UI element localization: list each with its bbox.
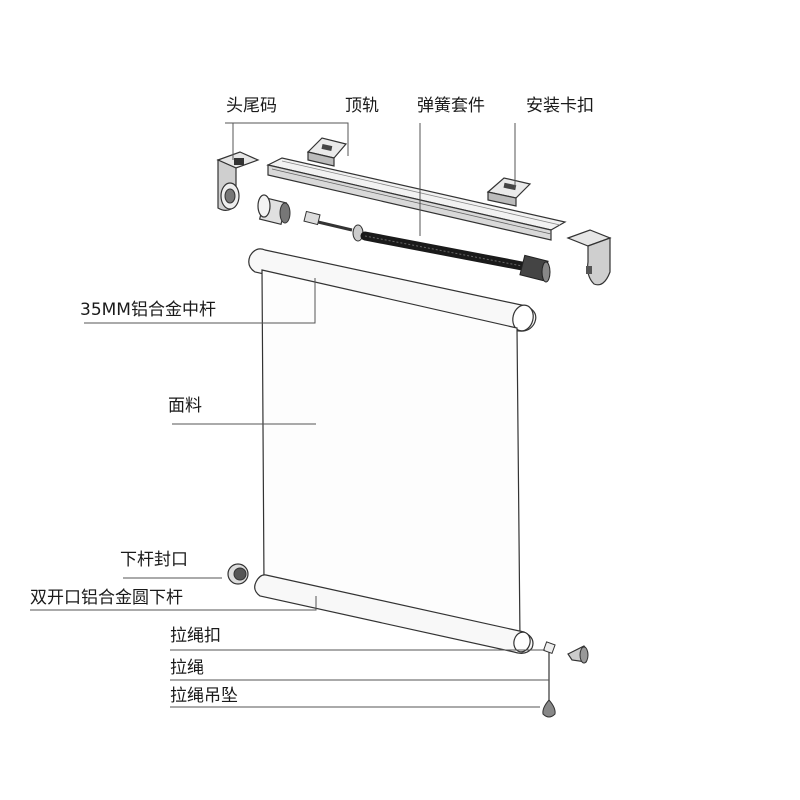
leader-lines (30, 122, 549, 708)
bottom-bar-end-cap (227, 563, 249, 585)
label-mount-clip: 安装卡扣 (526, 96, 594, 116)
left-end-bracket (216, 151, 260, 211)
label-spring-kit: 弹簧套件 (417, 96, 485, 116)
mounting-clip-left (306, 137, 348, 167)
cord-weight (542, 699, 556, 718)
label-fabric: 面料 (168, 396, 202, 416)
right-end-bracket (566, 229, 612, 286)
label-tube-35mm: 35MM铝合金中杆 (80, 300, 216, 320)
top-rail (266, 157, 567, 241)
bottom-bar (254, 574, 534, 654)
spring-kit (303, 210, 551, 283)
label-end-cap-code: 头尾码 (226, 96, 277, 116)
label-cord-buckle: 拉绳扣 (170, 626, 221, 646)
cord-buckle (542, 641, 556, 655)
mounting-clip-right (486, 177, 532, 207)
label-cord-weight: 拉绳吊坠 (170, 686, 238, 706)
label-bottom-bar-cap: 下杆封口 (120, 550, 188, 570)
label-bottom-bar: 双开口铝合金圆下杆 (30, 588, 183, 608)
label-top-rail: 顶轨 (345, 96, 379, 116)
idler-end-plug (257, 194, 291, 226)
cord-stopper (567, 645, 589, 664)
label-cord: 拉绳 (170, 658, 204, 678)
